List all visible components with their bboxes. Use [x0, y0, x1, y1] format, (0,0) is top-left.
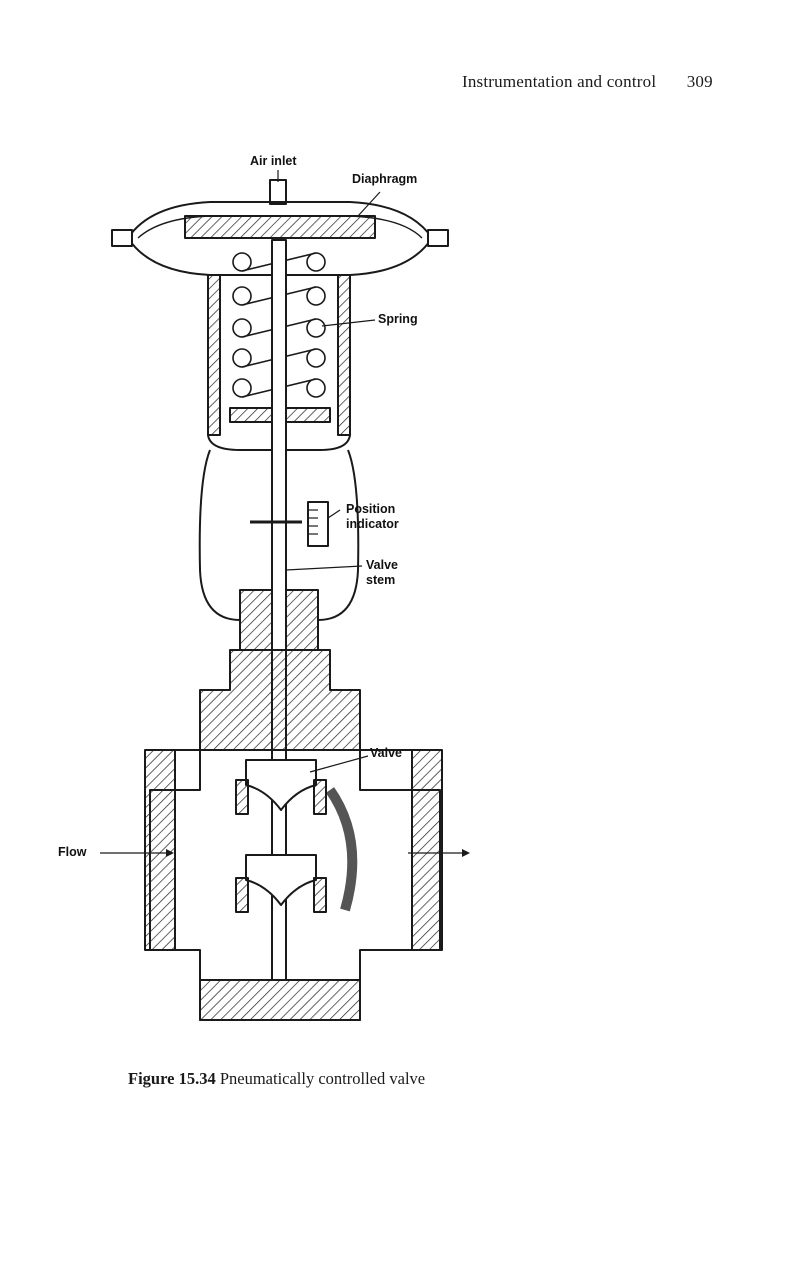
figure-caption: Figure 15.34 Pneumatically controlled va…	[128, 1069, 425, 1089]
label-diaphragm: Diaphragm	[352, 172, 417, 187]
spring-housing-wall-right	[338, 275, 350, 435]
flange-bolt-right	[428, 230, 448, 246]
seat-ring-lower-right	[314, 878, 326, 912]
figure-number: Figure 15.34	[128, 1069, 216, 1088]
packing-gland-left	[240, 590, 272, 650]
diaphragm-plate	[185, 216, 375, 238]
seat-ring-upper-left	[236, 780, 248, 814]
valve-drawing	[90, 150, 510, 1040]
label-air-inlet: Air inlet	[250, 154, 297, 169]
valve-plug-lower	[246, 855, 316, 905]
page-number: 309	[687, 72, 713, 91]
label-flow: Flow	[58, 845, 86, 860]
outlet-flange	[412, 750, 442, 950]
seat-ring-upper-right	[314, 780, 326, 814]
flow-passage-wall	[330, 790, 352, 910]
spring-housing-wall-left	[208, 275, 220, 435]
running-head: Instrumentation and control 309	[462, 72, 713, 92]
label-valve-stem-2: stem	[366, 573, 395, 588]
bottom-flange	[200, 980, 360, 1020]
running-title: Instrumentation and control	[462, 72, 656, 91]
label-valve-stem-1: Valve	[366, 558, 398, 573]
label-spring: Spring	[378, 312, 418, 327]
valve-diagram: Air inlet Diaphragm Spring Position indi…	[90, 150, 510, 1040]
label-position-indicator-1: Position	[346, 502, 395, 517]
packing-gland-right	[286, 590, 318, 650]
inlet-flange	[145, 750, 175, 950]
label-position-indicator-2: indicator	[346, 517, 399, 532]
air-inlet-nozzle	[270, 180, 286, 204]
bonnet	[200, 650, 360, 750]
valve-plug-upper	[246, 760, 316, 810]
seat-ring-lower-left	[236, 878, 248, 912]
figure-caption-text: Pneumatically controlled valve	[216, 1069, 425, 1088]
label-valve: Valve	[370, 746, 402, 761]
flange-bolt-left	[112, 230, 132, 246]
position-indicator-scale	[308, 502, 328, 546]
